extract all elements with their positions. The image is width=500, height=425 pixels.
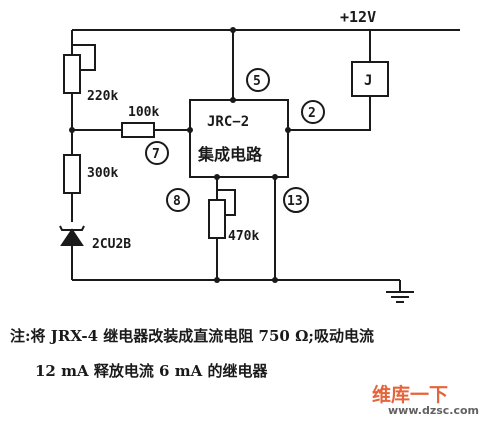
ic-desc: 集成电路: [197, 145, 263, 164]
pin-7-label: 7: [152, 147, 160, 162]
junction-dot: [285, 127, 291, 133]
junction-dot: [214, 174, 220, 180]
resistor-220k-label: 220k: [87, 89, 118, 104]
junction-dot: [230, 97, 236, 103]
relay-label: J: [364, 73, 372, 89]
ic-block: [189, 99, 289, 178]
pin-5-label: 5: [253, 74, 261, 89]
pot-wiper: [217, 189, 236, 216]
pin-13-circle: [283, 187, 309, 213]
watermark-url: www.dzsc.com: [388, 404, 480, 417]
pin-2-circle: [301, 100, 325, 124]
pin-8-circle: [166, 188, 190, 212]
zener-bar: [59, 225, 85, 231]
potentiometer-470k: [208, 199, 226, 239]
resistor-220k: [63, 54, 81, 94]
pin-5-circle: [246, 68, 270, 92]
resistor-300k: [63, 154, 81, 194]
junction-dot: [272, 277, 278, 283]
pin-13-label: 13: [287, 194, 303, 209]
junction-dot: [69, 127, 75, 133]
pin-2-label: 2: [308, 106, 316, 121]
resistor-300k-label: 300k: [87, 166, 118, 181]
potentiometer-label: 470k: [228, 229, 259, 244]
junction-dot: [272, 174, 278, 180]
junction-dot: [214, 277, 220, 283]
supply-label: +12V: [340, 8, 376, 26]
resistor-100k: [121, 122, 155, 138]
pin-7-circle: [145, 141, 169, 165]
zener-diode: [60, 228, 84, 246]
diode-label: 2CU2B: [92, 237, 131, 252]
pin-8-label: 8: [173, 194, 181, 209]
junction-dot: [187, 127, 193, 133]
resistor-100k-label: 100k: [128, 105, 159, 120]
junction-dot: [230, 27, 236, 33]
note-line-1: 注:将 JRX-4 继电器改装成直流电阻 750 Ω;吸动电流: [10, 327, 374, 345]
note-line-2: 12 mA 释放电流 6 mA 的继电器: [35, 362, 268, 380]
resistor-220k-wiper: [72, 44, 96, 71]
watermark-logo: 维库一下: [372, 384, 449, 406]
ic-name: JRC−2: [207, 114, 249, 130]
